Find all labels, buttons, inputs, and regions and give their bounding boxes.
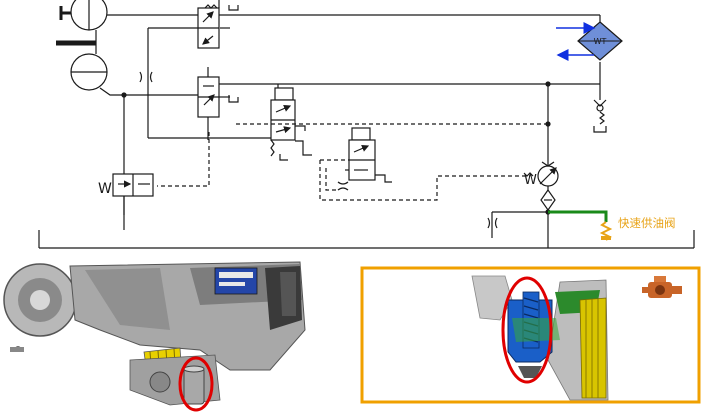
highlight-circle-right xyxy=(501,276,553,384)
valve-detail-frame xyxy=(360,266,701,404)
quick-oil-supply-valve: 快速供油阀 xyxy=(599,216,676,241)
filter-pump xyxy=(523,161,559,212)
quick-oil-supply-valve-label: 快速供油阀 xyxy=(618,216,676,230)
highlight-circle-left xyxy=(178,356,214,412)
gearbox-photo xyxy=(0,261,310,418)
camera-icon xyxy=(642,276,682,298)
valve-middle xyxy=(197,67,548,140)
valve-top xyxy=(197,0,239,49)
solenoid-valve-2 xyxy=(345,127,392,183)
heat-exchanger-label: WT xyxy=(594,37,607,46)
spring-valve-bottom-left xyxy=(112,173,154,215)
spring-label-left: W xyxy=(98,181,112,197)
pump-lower-icon xyxy=(70,53,108,91)
check-valve-right xyxy=(593,99,607,133)
heat-exchanger: WT xyxy=(556,21,623,61)
solenoid-valve-1 xyxy=(270,84,312,161)
pump-upper-icon xyxy=(59,0,108,31)
schematic xyxy=(38,0,695,249)
spring-label-right: W xyxy=(524,173,537,188)
